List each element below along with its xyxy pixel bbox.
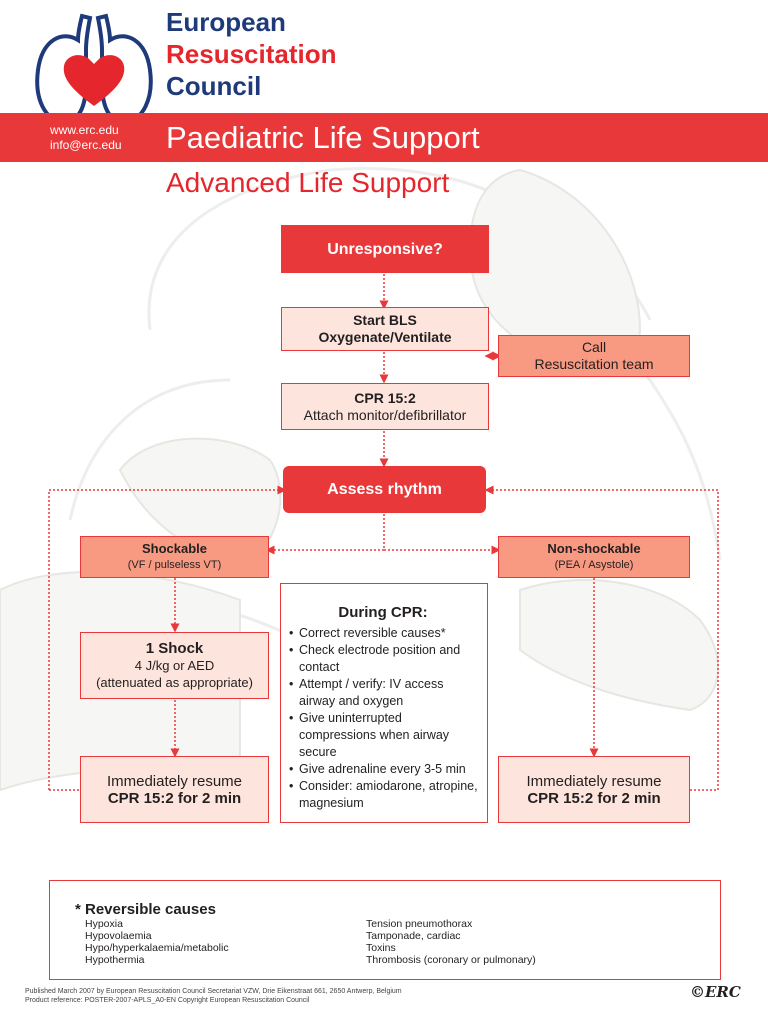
during-cpr-panel: During CPR: Correct reversible causes* C… bbox=[280, 583, 488, 823]
assess-rhythm-box: Assess rhythm bbox=[283, 466, 486, 513]
assess-rhythm-label: Assess rhythm bbox=[327, 481, 442, 498]
nonshockable-label: Non-shockable bbox=[547, 541, 641, 556]
oxygenate-label: Oxygenate/Ventilate bbox=[318, 329, 452, 345]
email-link[interactable]: info@erc.edu bbox=[50, 138, 122, 152]
start-bls-box: Start BLS Oxygenate/Ventilate bbox=[281, 307, 489, 351]
during-cpr-item: Attempt / verify: IV access airway and o… bbox=[299, 676, 479, 710]
nonshockable-sub-label: (PEA / Asystole) bbox=[554, 559, 634, 571]
cause-item: Hypothermia bbox=[85, 954, 145, 966]
website-link[interactable]: www.erc.edu bbox=[50, 123, 119, 137]
org-name-line2: Resuscitation bbox=[166, 39, 337, 69]
resume-cpr-box-left: Immediately resume CPR 15:2 for 2 min bbox=[80, 756, 269, 823]
during-cpr-title: During CPR: bbox=[338, 604, 428, 621]
start-bls-label: Start BLS bbox=[353, 312, 417, 328]
cause-item: Hypovolaemia bbox=[85, 930, 152, 942]
resume-label-left: Immediately resume bbox=[106, 772, 243, 790]
title-band bbox=[0, 113, 768, 162]
reversible-causes-panel: * Reversible causes Hypoxia Hypovolaemia… bbox=[49, 880, 721, 980]
resume-label-right: Immediately resume bbox=[526, 772, 662, 790]
call-label: Call bbox=[581, 339, 607, 355]
cause-item: Hypo/hyperkalaemia/metabolic bbox=[85, 942, 229, 954]
cause-item: Hypoxia bbox=[85, 918, 123, 930]
shock-note: (attenuated as appropriate) bbox=[96, 675, 253, 690]
resume-duration-left: CPR 15:2 for 2 min bbox=[107, 789, 242, 807]
erc-copyright-mark: ©ERC bbox=[690, 983, 741, 1001]
resume-duration-right: CPR 15:2 for 2 min bbox=[527, 789, 661, 807]
resume-cpr-box-right: Immediately resume CPR 15:2 for 2 min bbox=[498, 756, 690, 823]
during-cpr-item: Correct reversible causes* bbox=[299, 625, 479, 642]
cause-item: Thrombosis (coronary or pulmonary) bbox=[366, 954, 536, 966]
call-team-box: Call Resuscitation team bbox=[498, 335, 690, 377]
shockable-box: Shockable (VF / pulseless VT) bbox=[80, 536, 269, 578]
during-cpr-item: Check electrode position and contact bbox=[299, 642, 479, 676]
erc-logo bbox=[35, 13, 153, 125]
cpr-monitor-box: CPR 15:2 Attach monitor/defibrillator bbox=[281, 383, 489, 430]
shockable-sub-label: (VF / pulseless VT) bbox=[127, 559, 222, 571]
attach-monitor-label: Attach monitor/defibrillator bbox=[303, 406, 467, 423]
publication-note: Published March 2007 by European Resusci… bbox=[25, 988, 402, 995]
cpr-ratio-label: CPR 15:2 bbox=[354, 389, 416, 406]
cause-item: Toxins bbox=[366, 942, 396, 954]
shock-dose: 4 J/kg or AED bbox=[134, 658, 215, 673]
nonshockable-box: Non-shockable (PEA / Asystole) bbox=[498, 536, 690, 578]
unresponsive-label: Unresponsive? bbox=[327, 240, 443, 258]
shock-title: 1 Shock bbox=[145, 640, 204, 657]
unresponsive-box: Unresponsive? bbox=[281, 225, 489, 273]
org-name-line1: European bbox=[166, 7, 286, 37]
resuscitation-team-label: Resuscitation team bbox=[534, 356, 654, 372]
shock-box: 1 Shock 4 J/kg or AED (attenuated as app… bbox=[80, 632, 269, 699]
product-reference: Product reference: POSTER-2007-APLS_A0-E… bbox=[25, 997, 310, 1004]
page-subtitle: Advanced Life Support bbox=[166, 167, 450, 198]
reversible-causes-title: * Reversible causes bbox=[75, 901, 216, 918]
org-name-line3: Council bbox=[166, 71, 262, 101]
cause-item: Tension pneumothorax bbox=[366, 918, 473, 930]
cause-item: Tamponade, cardiac bbox=[366, 930, 461, 942]
during-cpr-item: Consider: amiodarone, atropine, magnesiu… bbox=[299, 778, 479, 812]
page-title: Paediatric Life Support bbox=[166, 120, 480, 155]
during-cpr-item: Give uninterrupted compressions when air… bbox=[299, 710, 479, 761]
shockable-label: Shockable bbox=[141, 541, 208, 556]
during-cpr-item: Give adrenaline every 3-5 min bbox=[299, 761, 479, 778]
